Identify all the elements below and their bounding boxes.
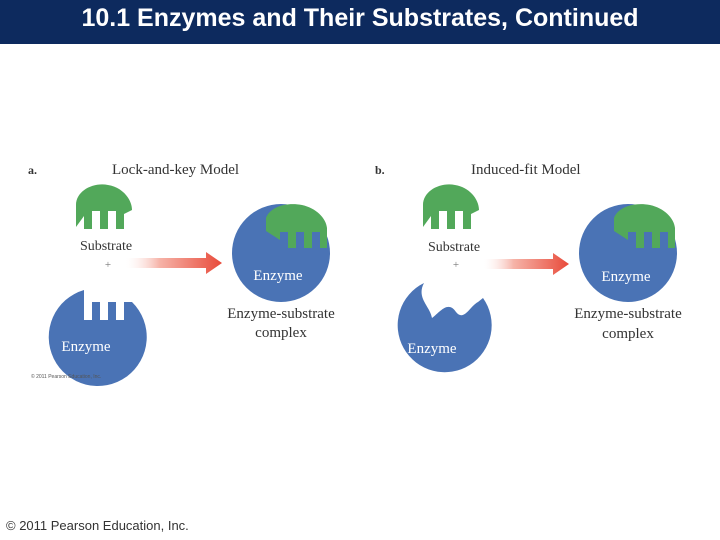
complex-substrate-shape-a (266, 204, 327, 248)
complex-enzyme-label-a: Enzyme (253, 268, 302, 284)
copyright-small-a: © 2011 Pearson Education, Inc. (31, 373, 101, 380)
plus-sign-a: + (105, 259, 111, 271)
substrate-label-a: Substrate (80, 239, 132, 254)
title-bar: 10.1 Enzymes and Their Substrates, Conti… (0, 0, 720, 44)
plus-sign-b: + (453, 259, 459, 271)
enzyme-shape-a (48, 290, 147, 387)
reaction-arrow-b (484, 253, 569, 275)
slide-title: 10.1 Enzymes and Their Substrates, Conti… (81, 4, 639, 32)
complex-label-b-line1: Enzyme-substrate (574, 306, 682, 322)
panel-b-heading: Induced-fit Model (471, 162, 581, 178)
panel-a-letter: a. (28, 163, 37, 177)
complex-substrate-shape-b (614, 204, 675, 248)
enzyme-shape-b (397, 283, 492, 373)
substrate-shape-b (423, 184, 479, 229)
complex-label-a-line1: Enzyme-substrate (227, 306, 335, 322)
enzyme-label-a: Enzyme (61, 339, 110, 355)
complex-enzyme-label-b: Enzyme (601, 269, 650, 285)
footer-copyright: © 2011 Pearson Education, Inc. (6, 518, 189, 533)
complex-label-b-line2: complex (602, 326, 654, 342)
panel-b: b. Induced-fit Model Substrate + Enzyme … (375, 162, 682, 373)
enzyme-label-b: Enzyme (407, 341, 456, 357)
complex-label-a-line2: complex (255, 325, 307, 341)
substrate-shape-a (76, 184, 132, 229)
panel-b-letter: b. (375, 163, 385, 177)
reaction-arrow-a (126, 252, 222, 274)
panel-a: a. Lock-and-key Model Substrate + Enzyme… (28, 162, 335, 387)
panel-a-heading: Lock-and-key Model (112, 162, 239, 178)
substrate-label-b: Substrate (428, 240, 480, 255)
